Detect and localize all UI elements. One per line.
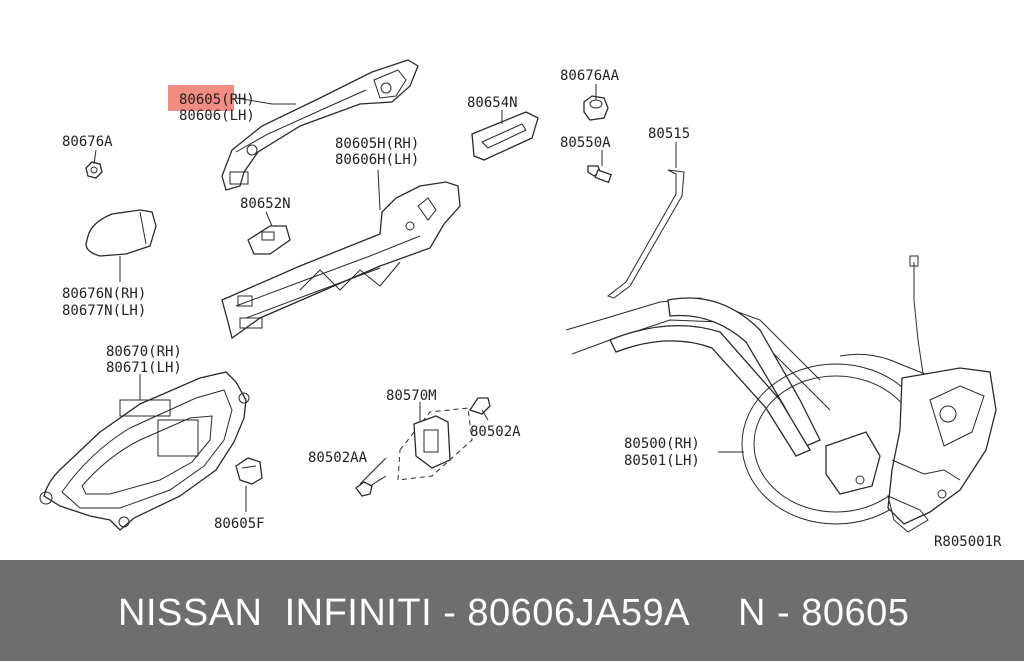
cap-80676n: [85, 209, 157, 257]
label-80605-rh: 80605(RH): [179, 92, 255, 108]
diagram-reference: R805001R: [934, 534, 1002, 550]
label-80676n-rh: 80676N(RH): [62, 286, 146, 302]
lock-actuator-80500: [565, 255, 997, 533]
label-80670-rh: 80670(RH): [106, 344, 182, 360]
label-80502a: 80502A: [470, 424, 521, 440]
label-80501-lh: 80501(LH): [624, 453, 700, 469]
handle-frame-80605h: [221, 181, 461, 340]
outside-handle: [221, 59, 419, 191]
label-80500-rh: 80500(RH): [624, 436, 700, 452]
clip-80605f: [235, 457, 263, 485]
label-80570m: 80570M: [386, 388, 437, 404]
label-80502aa: 80502AA: [308, 450, 368, 466]
label-80676aa: 80676AA: [560, 68, 620, 84]
label-80605h-rh: 80605H(RH): [335, 136, 419, 152]
rod-80515: [606, 169, 685, 299]
label-80654n: 80654N: [467, 95, 518, 111]
leader-lines: [93, 84, 744, 512]
clip-80652n: [247, 225, 291, 255]
label-80550a: 80550A: [560, 135, 611, 151]
parts-diagram: 80605(RH) 80606(LH) 80676A 80652N 80676N…: [39, 59, 1002, 550]
labels: 80605(RH) 80606(LH) 80676A 80652N 80676N…: [62, 68, 1002, 550]
striker-80570m: [355, 397, 491, 497]
highlight-80605: [168, 85, 234, 111]
label-80671-lh: 80671(LH): [106, 360, 182, 376]
inside-handle-80670: [39, 371, 250, 531]
gasket-80654n: [471, 111, 539, 161]
label-80606h-lh: 80606H(LH): [335, 152, 419, 168]
screw-80550a: [587, 165, 612, 184]
label-80677n-lh: 80677N(LH): [62, 303, 146, 319]
label-80676a: 80676A: [62, 134, 113, 150]
footer-part-number: N - 80605: [738, 592, 910, 634]
nut-80676a: [85, 161, 103, 179]
label-80605f: 80605F: [214, 516, 265, 532]
label-80652n: 80652N: [240, 196, 291, 212]
footer-brand-text: NISSAN INFINITI - 80606JA59A: [118, 592, 691, 634]
label-80515: 80515: [648, 126, 690, 142]
footer-banner: NISSAN INFINITI - 80606JA59A N - 80605: [0, 560, 1024, 661]
label-80606-lh: 80606(LH): [179, 108, 255, 124]
